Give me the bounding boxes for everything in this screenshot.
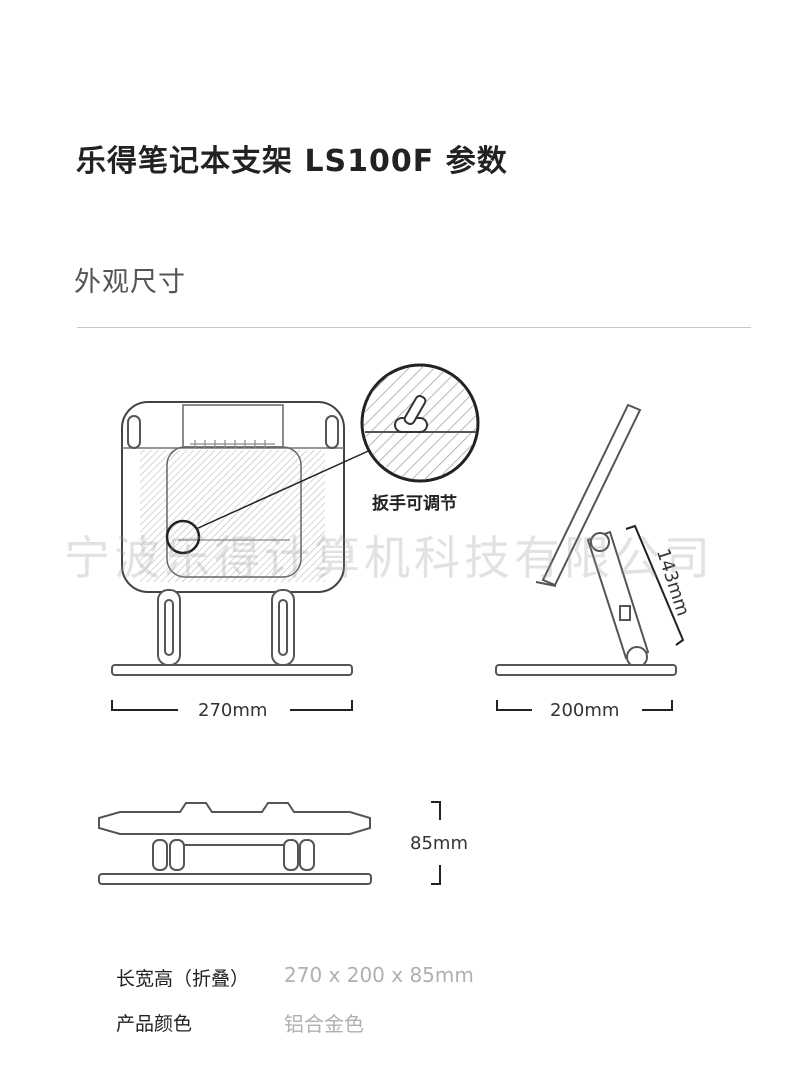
zoom-detail: [360, 363, 480, 483]
page-title: 乐得笔记本支架 LS100F 参数: [76, 144, 508, 179]
front-width-label: 270mm: [198, 700, 268, 721]
folded-view: [98, 802, 372, 885]
spec-color-label: 产品颜色: [116, 1013, 193, 1035]
depth-bracket: [496, 700, 673, 711]
front-view: [111, 401, 376, 676]
spec-color-value: 铝合金色: [284, 1012, 364, 1036]
section-divider: [77, 327, 751, 328]
height-bracket: [431, 801, 441, 885]
company-watermark: 宁波乐得计算机科技有限公司: [64, 531, 714, 585]
spec-dimensions-value: 270 x 200 x 85mm: [284, 963, 474, 987]
wrench-adjust-label: 扳手可调节: [372, 494, 457, 514]
side-depth-label: 200mm: [550, 700, 620, 721]
folded-height-label: 85mm: [410, 833, 468, 854]
width-bracket: [111, 700, 353, 711]
spec-dimensions-label: 长宽高（折叠）: [116, 968, 250, 990]
section-heading: 外观尺寸: [74, 267, 186, 298]
side-view: [495, 403, 677, 676]
